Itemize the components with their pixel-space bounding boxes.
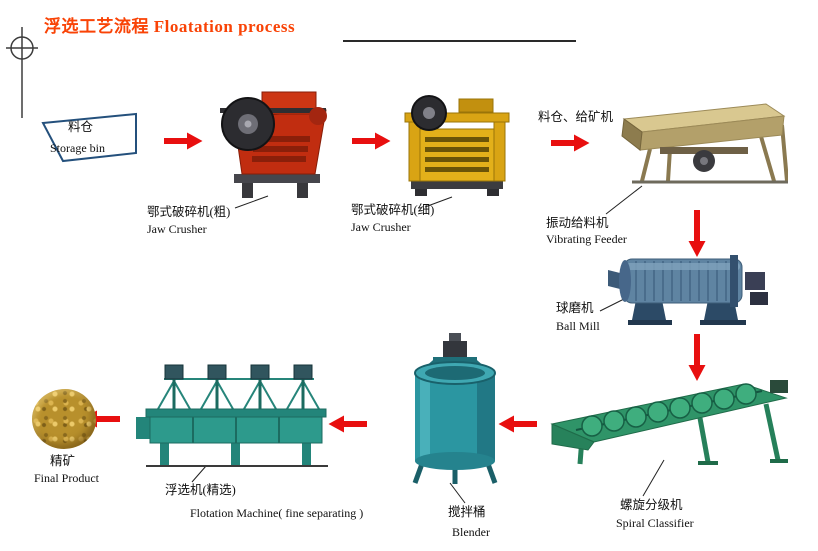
storage-bin-node: 料仓 Storage bin [40, 110, 140, 168]
ball-mill-node [602, 246, 770, 330]
final-product-node [32, 389, 96, 449]
ball-mill-label-zh: 球磨机 [556, 301, 594, 315]
jaw-crusher-fine-icon [404, 95, 510, 196]
jaw-crusher-fine-label-zh: 鄂式破碎机(细) [351, 203, 435, 217]
spiral-classifier-label-zh: 螺旋分级机 [620, 498, 683, 512]
bin-feeder-note: 料仓、给矿机 [538, 110, 614, 124]
jaw-crusher-coarse-label-en: Jaw Crusher [147, 222, 207, 236]
jaw-crusher-coarse-label-zh: 鄂式破碎机(粗) [147, 205, 231, 219]
jaw-crusher-coarse-node [212, 86, 332, 204]
storage-bin-label-zh: 料仓 [68, 120, 94, 134]
vibrating-feeder-label-zh: 振动给料机 [546, 216, 609, 230]
spiral-classifier-node [548, 370, 792, 472]
vibrating-feeder-node [608, 99, 789, 191]
flotation-machine-node [134, 353, 332, 475]
final-product-label-zh: 精矿 [50, 454, 76, 468]
final-product-label-en: Final Product [34, 471, 99, 485]
blender-label-zh: 搅拌桶 [448, 505, 486, 519]
vibrating-feeder-label-en: Vibrating Feeder [546, 232, 627, 246]
storage-bin-icon [41, 112, 137, 163]
blender-node [405, 333, 505, 489]
flow-arrow-feeder-to-ball-mill [686, 210, 708, 258]
flotation-machine-icon [136, 364, 328, 467]
flow-arrow-storage-to-coarse-crusher [164, 130, 204, 152]
jaw-crusher-fine-label-en: Jaw Crusher [351, 220, 411, 234]
blender-label-en: Blender [452, 525, 490, 539]
spiral-classifier-icon [550, 380, 788, 465]
flow-arrow-ball-mill-to-classifier [686, 334, 708, 382]
ball-mill-icon [608, 255, 768, 325]
flow-arrow-classifier-to-blender [497, 413, 537, 435]
gold-ore-pile-icon [32, 389, 96, 449]
storage-bin-label-en: Storage bin [50, 141, 105, 155]
ball-mill-label-en: Ball Mill [556, 319, 600, 333]
jaw-crusher-fine-node [399, 93, 515, 201]
page-title: 浮选工艺流程 Floatation process [44, 17, 296, 36]
vibrating-feeder-icon [621, 103, 789, 184]
flotation-machine-label-zh: 浮选机(精选) [165, 483, 236, 497]
jaw-crusher-coarse-icon [220, 91, 327, 198]
flow-arrow-fine-crusher-to-feeder [551, 132, 591, 154]
flow-arrow-blender-to-flotation [327, 413, 367, 435]
spiral-classifier-label-en: Spiral Classifier [616, 516, 694, 530]
blender-icon [412, 333, 498, 484]
crosshair-mark [6, 27, 38, 118]
flow-arrow-coarse-to-fine-crusher [352, 130, 392, 152]
flotation-machine-label-en: Flotation Machine( fine separating ) [190, 506, 364, 520]
